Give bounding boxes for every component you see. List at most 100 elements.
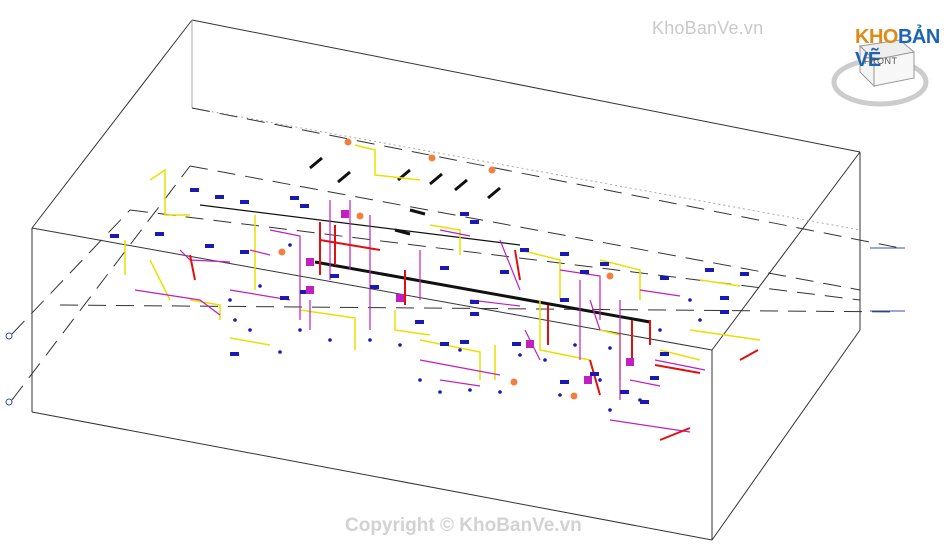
pipe-node	[498, 390, 502, 394]
plumbing-fixture	[215, 195, 224, 199]
pipe-node	[688, 298, 692, 302]
black-stub-pipe	[309, 156, 323, 170]
brand-logo[interactable]: KHOBẢN VẼ	[855, 26, 950, 72]
watermark-top: KhoBanVe.vn	[652, 18, 764, 38]
pipe-node	[368, 338, 372, 342]
fixture-layer	[110, 138, 749, 412]
plumbing-fixture	[560, 380, 569, 384]
drain-pipe	[419, 359, 501, 376]
junction-box	[584, 376, 592, 384]
plumbing-fixture	[590, 372, 599, 376]
pipe-node	[458, 348, 462, 352]
pipe-node	[698, 318, 702, 322]
pipe-node	[298, 328, 302, 332]
hot-water-pipe	[319, 239, 381, 251]
valve-icon	[356, 212, 364, 220]
valve-icon	[570, 392, 578, 400]
pipe-node	[438, 390, 442, 394]
black-stub-pipe	[394, 228, 411, 236]
plumbing-fixture	[300, 290, 309, 294]
pipe-node	[558, 393, 562, 397]
drain-pipe	[134, 289, 221, 316]
pipe-node	[398, 343, 402, 347]
plumbing-fixture	[640, 400, 649, 404]
drain-pipe	[639, 289, 681, 297]
black-stub-pipe	[454, 178, 468, 192]
plumbing-fixture	[720, 296, 729, 300]
drain-pipe	[629, 379, 661, 387]
water-supply-pipe	[149, 259, 171, 301]
drain-pipe	[249, 249, 271, 256]
pipe-node	[468, 388, 472, 392]
hot-water-pipe	[189, 254, 196, 281]
black-stub-pipe	[337, 170, 351, 184]
black-stub-pipe	[409, 208, 426, 216]
watermark-bottom: Copyright © KhoBanVe.vn	[345, 515, 582, 536]
water-supply-pipe	[394, 310, 431, 336]
pipe-node	[638, 398, 642, 402]
plumbing-fixture	[440, 342, 449, 346]
plumbing-fixture	[660, 352, 669, 356]
viewcube-face-label[interactable]: FRONT	[864, 56, 898, 66]
hot-water-pipe	[659, 427, 691, 441]
logo-part-1: KHO	[855, 26, 898, 48]
pipe-node	[418, 378, 422, 382]
pipe-node	[228, 298, 232, 302]
pipe-node	[258, 284, 262, 288]
black-stub-pipe	[429, 172, 443, 186]
plumbing-fixture	[600, 262, 609, 266]
pipe-node	[328, 338, 332, 342]
water-supply-pipe	[539, 300, 591, 361]
pipe-node	[608, 346, 612, 350]
plumbing-fixture	[280, 296, 289, 300]
valve-icon	[510, 378, 518, 386]
drain-pipe	[439, 379, 481, 387]
plumbing-fixture	[512, 342, 521, 346]
plumbing-fixture	[560, 252, 569, 256]
plumbing-fixture	[205, 244, 214, 248]
valve-icon	[428, 154, 436, 162]
pipe-node	[598, 378, 602, 382]
pipe-node	[543, 358, 547, 362]
plumbing-fixture	[240, 250, 249, 254]
hot-water-pipe	[739, 349, 759, 361]
plumbing-fixture	[560, 298, 569, 302]
black-stub-pipe	[487, 186, 501, 200]
plumbing-fixture	[720, 310, 729, 314]
pipe-node	[233, 318, 237, 322]
drain-pipe	[559, 269, 601, 320]
plumbing-fixture	[470, 220, 479, 224]
plumbing-fixture	[460, 340, 469, 344]
pipe-node	[573, 343, 577, 347]
water-supply-pipe	[699, 279, 741, 287]
valve-icon	[278, 248, 286, 256]
water-supply-pipe	[689, 329, 761, 341]
logo-part-2: BẢN VẼ	[855, 26, 940, 71]
water-supply-pipe	[419, 339, 481, 380]
plumbing-fixture	[290, 196, 299, 200]
plumbing-fixture	[580, 270, 589, 274]
valve-icon	[344, 138, 352, 146]
plumbing-fixture	[240, 200, 249, 204]
plumbing-fixture	[230, 352, 239, 356]
drain-pipe	[439, 229, 471, 237]
viewcube-icon[interactable]	[831, 39, 929, 107]
bounding-box	[31, 19, 861, 541]
junction-box	[626, 358, 634, 366]
plumbing-fixture	[705, 268, 714, 272]
water-supply-pipe	[299, 309, 356, 350]
pipe-node	[658, 328, 662, 332]
water-supply-pipe	[149, 168, 190, 216]
pipe-node	[608, 408, 612, 412]
valve-icon	[606, 272, 614, 280]
junction-box	[306, 286, 314, 294]
plumbing-fixture	[620, 390, 629, 394]
plumbing-fixture	[470, 312, 479, 316]
level-markers	[5, 247, 905, 406]
water-supply-pipe	[659, 349, 701, 361]
drain-pipe	[589, 299, 601, 331]
hot-water-pipe	[589, 359, 601, 396]
valve-icon	[488, 166, 496, 174]
